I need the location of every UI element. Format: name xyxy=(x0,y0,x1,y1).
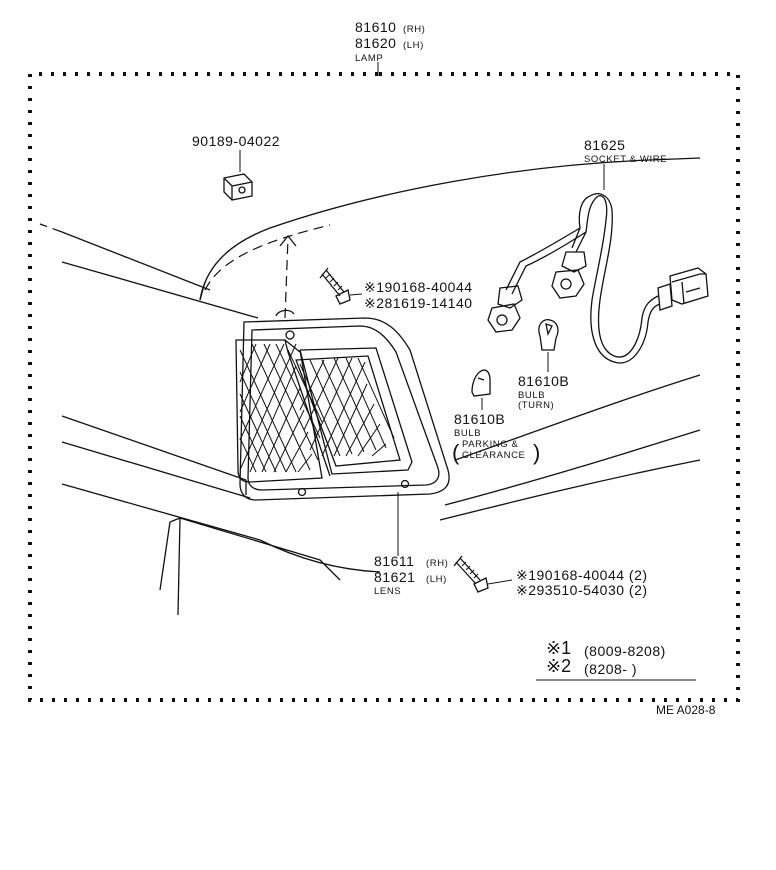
lamp-rh: (RH) xyxy=(403,24,425,35)
bulb-parking-icon xyxy=(471,369,491,410)
legend-mark-2: ※2 xyxy=(546,656,571,676)
bulb-park-paren-close: ) xyxy=(533,440,540,465)
screw-top-pn-2: ※281619-14140 xyxy=(364,295,473,311)
install-direction-arrow xyxy=(284,237,289,319)
bulb-turn-icon xyxy=(538,318,559,372)
lens-rh: (RH) xyxy=(426,558,448,569)
lamp-name: LAMP xyxy=(355,53,383,64)
bulb-park-name: BULB xyxy=(454,428,481,439)
lens-pn-lh: 81621 xyxy=(374,569,415,585)
socket-pn: 81625 xyxy=(584,137,625,153)
socket-name: SOCKET & WIRE xyxy=(584,154,667,165)
bulb-park-paren-open: ( xyxy=(452,440,460,465)
group-frame xyxy=(28,72,740,702)
lens-pn-rh: 81611 xyxy=(374,553,414,569)
lamp-assembly xyxy=(235,309,450,501)
screw-top-icon xyxy=(319,267,363,305)
lens-boss-bottom-right xyxy=(400,479,410,489)
lamp-pn-rh: 81610 xyxy=(355,19,396,35)
reference-code: ME A028-8 xyxy=(656,703,716,717)
screw-bottom-pn-1: ※190168-40044 (2) xyxy=(516,567,648,583)
bulb-park-note-2: CLEARANCE xyxy=(462,450,525,461)
screw-bottom-icon xyxy=(453,555,513,593)
bracket-pn: 90189-04022 xyxy=(192,133,280,149)
bracket-clip-icon xyxy=(223,150,253,201)
lens-hatch-left xyxy=(239,343,323,473)
legend-range-1: (8009-8208) xyxy=(584,643,666,659)
lamp-pn-lh: 81620 xyxy=(355,35,396,51)
bulb-turn-pn: 81610B xyxy=(518,373,569,389)
legend-range-2: (8208- ) xyxy=(584,661,637,677)
bulb-park-pn: 81610B xyxy=(454,411,505,427)
lens-boss-bottom-left xyxy=(297,487,307,497)
screw-bottom-pn-2: ※293510-54030 (2) xyxy=(516,582,648,598)
lamp-lh: (LH) xyxy=(403,40,424,51)
lens-lh: (LH) xyxy=(426,574,447,585)
lens-hatch-right xyxy=(299,357,395,457)
bulb-turn-name: BULB xyxy=(518,390,545,401)
screw-top-pn-1: ※190168-40044 xyxy=(364,279,473,295)
lens-boss-top xyxy=(285,330,295,340)
legend-mark-1: ※1 xyxy=(546,638,571,658)
bulb-turn-note: (TURN) xyxy=(518,400,554,411)
socket-wire-harness xyxy=(487,164,709,364)
lens-name: LENS xyxy=(374,586,401,597)
car-body-outline xyxy=(39,157,701,616)
bulb-park-note-1: PARKING & xyxy=(462,439,518,450)
